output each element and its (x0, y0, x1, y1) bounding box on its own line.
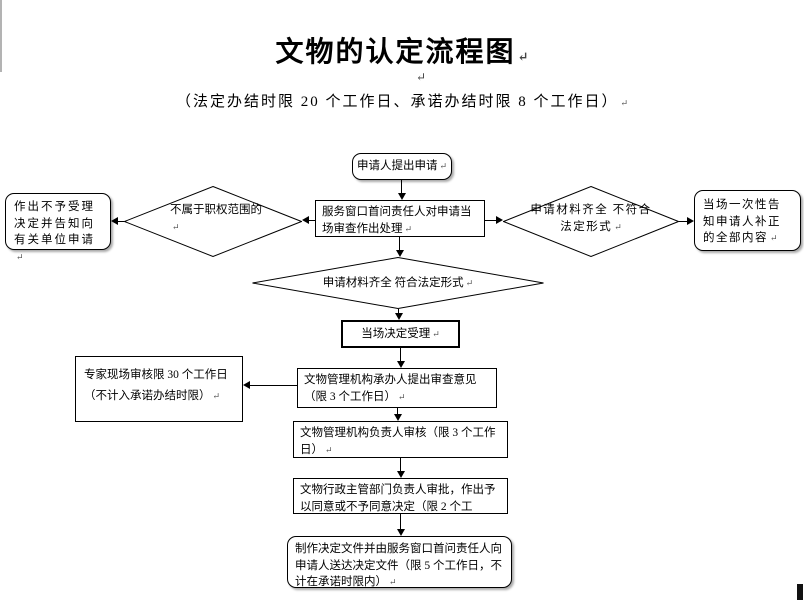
arrow-form-to-supplement-line (679, 221, 687, 222)
arrow-approval-to-deliver-head (397, 529, 405, 536)
node-make-and-deliver-decision: 制作决定文件并由服务窗口首问责任人向申请人送达决定文件（限 5 个工作日，不计在… (287, 536, 512, 588)
node-dept-head-approval-label: 文物行政主管部门负责人审批，作出予以同意或不予同意决定（限 2 个工 (300, 484, 496, 513)
line-break-mark: ↵ (16, 252, 24, 263)
node-notify-supplement-label: 当场一次性告知申请人补正的全部内容 (703, 199, 781, 245)
arrow-legalform-to-accept-head (395, 313, 403, 320)
arrow-accept-to-opinion-line (400, 348, 401, 361)
line-break-mark: ↵ (614, 222, 622, 233)
node-reject-and-refer: 作出不予受理决定并告知向有关单位申请 ↵ (5, 193, 111, 262)
line-break-mark: ↵ (325, 444, 333, 455)
arrow-opinion-to-review-line (397, 408, 398, 414)
page-subtitle-text: （法定办结时限 20 个工作日、承诺办结时限 8 个工作日） (175, 94, 619, 110)
diamond-shape (252, 257, 544, 309)
arrow-frontdesk-to-form-head (496, 216, 503, 224)
node-not-within-authority-label: 不属于职权范围的 (170, 204, 262, 216)
arrow-start-to-frontdesk-head (398, 193, 406, 200)
line-break-mark: ↵ (517, 49, 529, 64)
node-complete-not-legal-form-label: 申请材料齐全 不符合法定形式 (530, 204, 652, 234)
arrow-start-to-frontdesk-line (401, 180, 402, 193)
node-front-desk-review-label: 服务窗口首问责任人对申请当场审查作出处理 (322, 206, 472, 235)
arrow-approval-to-deliver-line (400, 514, 401, 529)
page-title: 文物的认定流程图↵ (0, 30, 804, 70)
diamond-shape (503, 186, 679, 257)
arrow-frontdesk-to-form-line (485, 220, 496, 221)
node-front-desk-review: 服务窗口首问责任人对申请当场审查作出处理↵ (315, 200, 485, 237)
line-break-mark: ↵ (620, 98, 629, 108)
node-not-within-authority: 不属于职权范围的 ↵ (124, 186, 302, 257)
node-accept-on-spot: 当场决定受理↵ (341, 320, 460, 348)
page-bottom-right-mark (797, 584, 803, 600)
node-start-label: 申请人提出申请 (356, 160, 438, 173)
line-break-mark: ↵ (439, 161, 448, 172)
page-title-text: 文物的认定流程图 (275, 37, 516, 68)
node-complete-legal-form-label: 申请材料齐全 符合法定形式 (322, 277, 464, 289)
line-break-mark: ↵ (404, 223, 413, 234)
line-break-mark: ↵ (770, 233, 778, 244)
arrow-accept-to-opinion-head (397, 361, 405, 368)
page-subtitle: （法定办结时限 20 个工作日、承诺办结时限 8 个工作日）↵ (0, 90, 804, 111)
node-reject-and-refer-label: 作出不予受理决定并告知向有关单位申请 (14, 201, 95, 247)
diamond-shape (124, 186, 302, 257)
arrow-opinion-to-expert-head (243, 381, 250, 389)
node-complete-legal-form: 申请材料齐全 符合法定形式↵ (252, 257, 544, 309)
node-complete-not-legal-form: 申请材料齐全 不符合法定形式↵ (503, 186, 679, 257)
arrow-scope-to-reject-head (111, 217, 118, 225)
node-dept-head-approval: 文物行政主管部门负责人审批，作出予以同意或不予同意决定（限 2 个工 (293, 478, 508, 514)
arrow-legalform-to-accept-line (398, 309, 399, 313)
node-accept-on-spot-label: 当场决定受理 (361, 327, 431, 340)
arrow-frontdesk-to-legalform-head (396, 250, 404, 257)
node-notify-supplement: 当场一次性告知申请人补正的全部内容↵ (694, 190, 801, 251)
line-break-mark: ↵ (398, 391, 406, 402)
node-handler-opinion: 文物管理机构承办人提出审查意见（限 3 个工作日）↵ (297, 368, 497, 408)
arrow-scope-to-reject-line (118, 221, 124, 222)
line-break-mark: ↵ (465, 278, 474, 288)
node-make-and-deliver-decision-label: 制作决定文件并由服务窗口首问责任人向申请人送达决定文件（限 5 个工作日，不计在… (295, 543, 502, 589)
arrow-opinion-to-review-head (394, 414, 402, 421)
arrow-review-to-approval-line (400, 458, 401, 471)
node-expert-site-review: 专家现场审核限 30 个工作日（不计入承诺办结时限）↵ (75, 356, 243, 422)
arrow-review-to-approval-head (397, 471, 405, 478)
page-edge-line (0, 0, 2, 72)
node-start: 申请人提出申请↵ (352, 153, 452, 180)
node-agency-head-review: 文物管理机构负责人审核（限 3 个工作日）↵ (293, 421, 508, 458)
node-expert-site-review-label: 专家现场审核限 30 个工作日（不计入承诺办结时限） (84, 369, 228, 402)
line-break-mark: ↵ (212, 390, 221, 401)
arrow-frontdesk-to-scope-line (309, 220, 315, 221)
arrow-opinion-to-expert-line (250, 385, 297, 386)
line-break-mark: ↵ (432, 328, 440, 339)
line-break-mark: ↵ (172, 222, 180, 233)
node-handler-opinion-label: 文物管理机构承办人提出审查意见（限 3 个工作日） (304, 374, 477, 403)
line-break-mark: ↵ (389, 577, 397, 588)
arrow-frontdesk-to-legalform-line (399, 237, 400, 250)
line-break-mark: ↵ (416, 70, 427, 84)
arrow-form-to-supplement-head (687, 217, 694, 225)
arrow-frontdesk-to-scope-head (302, 216, 309, 224)
node-agency-head-review-label: 文物管理机构负责人审核（限 3 个工作日） (300, 427, 496, 456)
